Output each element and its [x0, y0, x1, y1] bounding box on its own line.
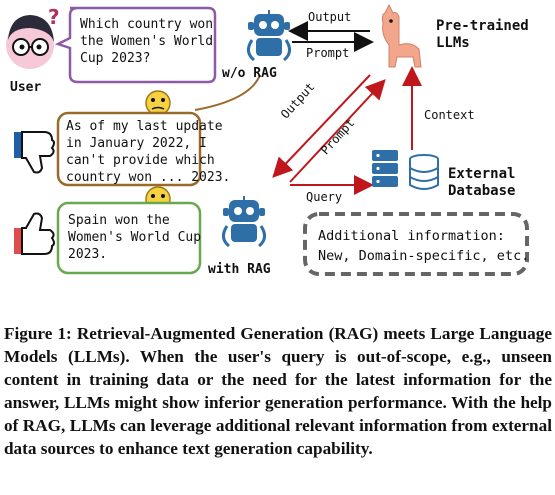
pretrained-llms-label: Pre-trained LLMs	[436, 18, 529, 51]
diagram-graphics: ?	[6, 3, 529, 276]
prompt-label-top: Prompt	[306, 46, 350, 60]
external-database-label: External Database	[448, 166, 516, 199]
database-icon	[409, 154, 439, 190]
rag-diagram: ?	[6, 3, 530, 277]
confused-emoji-icon	[145, 90, 171, 116]
no-rag-answer-text: As of my last update in January 2022, I …	[66, 119, 231, 185]
prompt-arrow-diag	[289, 79, 386, 183]
with-rag-label: with RAG	[208, 262, 271, 277]
user-label: User	[10, 80, 42, 95]
question-bubble	[54, 6, 217, 84]
robot-icon-top	[247, 10, 291, 62]
thumbs-up-icon	[14, 212, 55, 255]
wo-rag-label: w/o RAG	[222, 66, 277, 81]
llama-icon	[381, 3, 422, 68]
additional-info-box	[303, 212, 529, 276]
svg-text:?: ?	[48, 5, 60, 29]
no-rag-bubble	[56, 111, 202, 187]
output-arrow-diag	[272, 74, 371, 178]
figure-caption: Figure 1: Retrieval-Augmented Generation…	[4, 324, 552, 458]
context-label: Context	[424, 108, 475, 122]
output-label-top: Output	[308, 10, 352, 24]
no-rag-connector	[194, 74, 261, 111]
query-label: Query	[306, 190, 343, 204]
rag-answer-text: Spain won the Women's World Cup 2023.	[68, 213, 202, 262]
server-icon	[372, 150, 398, 187]
robot-icon-bottom	[222, 196, 266, 248]
thumbs-down-icon	[14, 131, 55, 174]
user-avatar-icon: ?	[6, 5, 60, 69]
question-text: Which country won the Women's World Cup …	[80, 17, 214, 66]
additional-info-text: Additional information: New, Domain-spec…	[318, 228, 530, 264]
rag-answer-bubble	[56, 201, 202, 275]
